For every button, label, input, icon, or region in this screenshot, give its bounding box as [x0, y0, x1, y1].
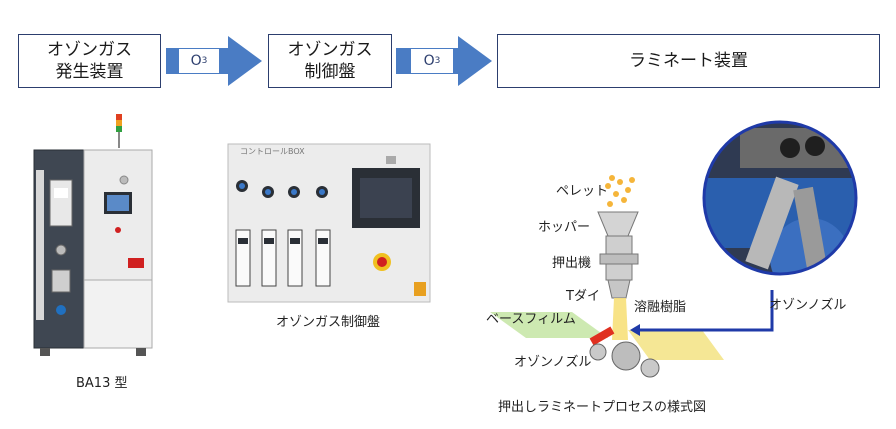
- nozzle-caption: オゾンノズル: [769, 298, 847, 313]
- label-molten-resin: 溶融樹脂: [634, 300, 687, 315]
- label-ozone-nozzle-small: オゾンノズル: [514, 355, 592, 370]
- control-panel-photo: [227, 143, 431, 303]
- pellets-icon: [605, 175, 635, 207]
- ozone-generator-line1: オゾンガス: [47, 40, 132, 60]
- ozone-controller-line2: 制御盤: [304, 62, 356, 82]
- o3-label-2-o: O: [423, 53, 435, 69]
- label-pellet: ペレット: [556, 184, 609, 199]
- label-extruder: 押出機: [552, 256, 592, 271]
- laminator-box: ラミネート装置: [497, 34, 880, 88]
- ozone-controller-box: オゾンガス 制御盤: [268, 34, 392, 88]
- extrusion-schematic: [490, 175, 774, 378]
- o3-label-1-sub: 3: [201, 56, 208, 66]
- ozone-generator-line2: 発生装置: [55, 62, 124, 82]
- laminator-label: ラミネート装置: [629, 51, 748, 71]
- label-base-film: ベースフィルム: [486, 312, 576, 327]
- panel-plate-text: コントロールBOX: [240, 147, 305, 156]
- nozzle-photo: [702, 120, 858, 276]
- generator-caption: BA13 型: [76, 376, 128, 391]
- panel-caption: オゾンガス制御盤: [276, 315, 381, 330]
- o3-label-2-sub: 3: [434, 56, 441, 66]
- process-caption: 押出しラミネートプロセスの様式図: [498, 400, 707, 415]
- ozone-controller-line1: オゾンガス: [287, 40, 373, 60]
- label-t-die: Tダイ: [566, 289, 600, 304]
- ozone-generator-box: オゾンガス 発生装置: [18, 34, 161, 88]
- ozone-generator-photo: [33, 114, 153, 356]
- o3-label-1-o: O: [190, 53, 202, 69]
- label-hopper: ホッパー: [538, 220, 591, 235]
